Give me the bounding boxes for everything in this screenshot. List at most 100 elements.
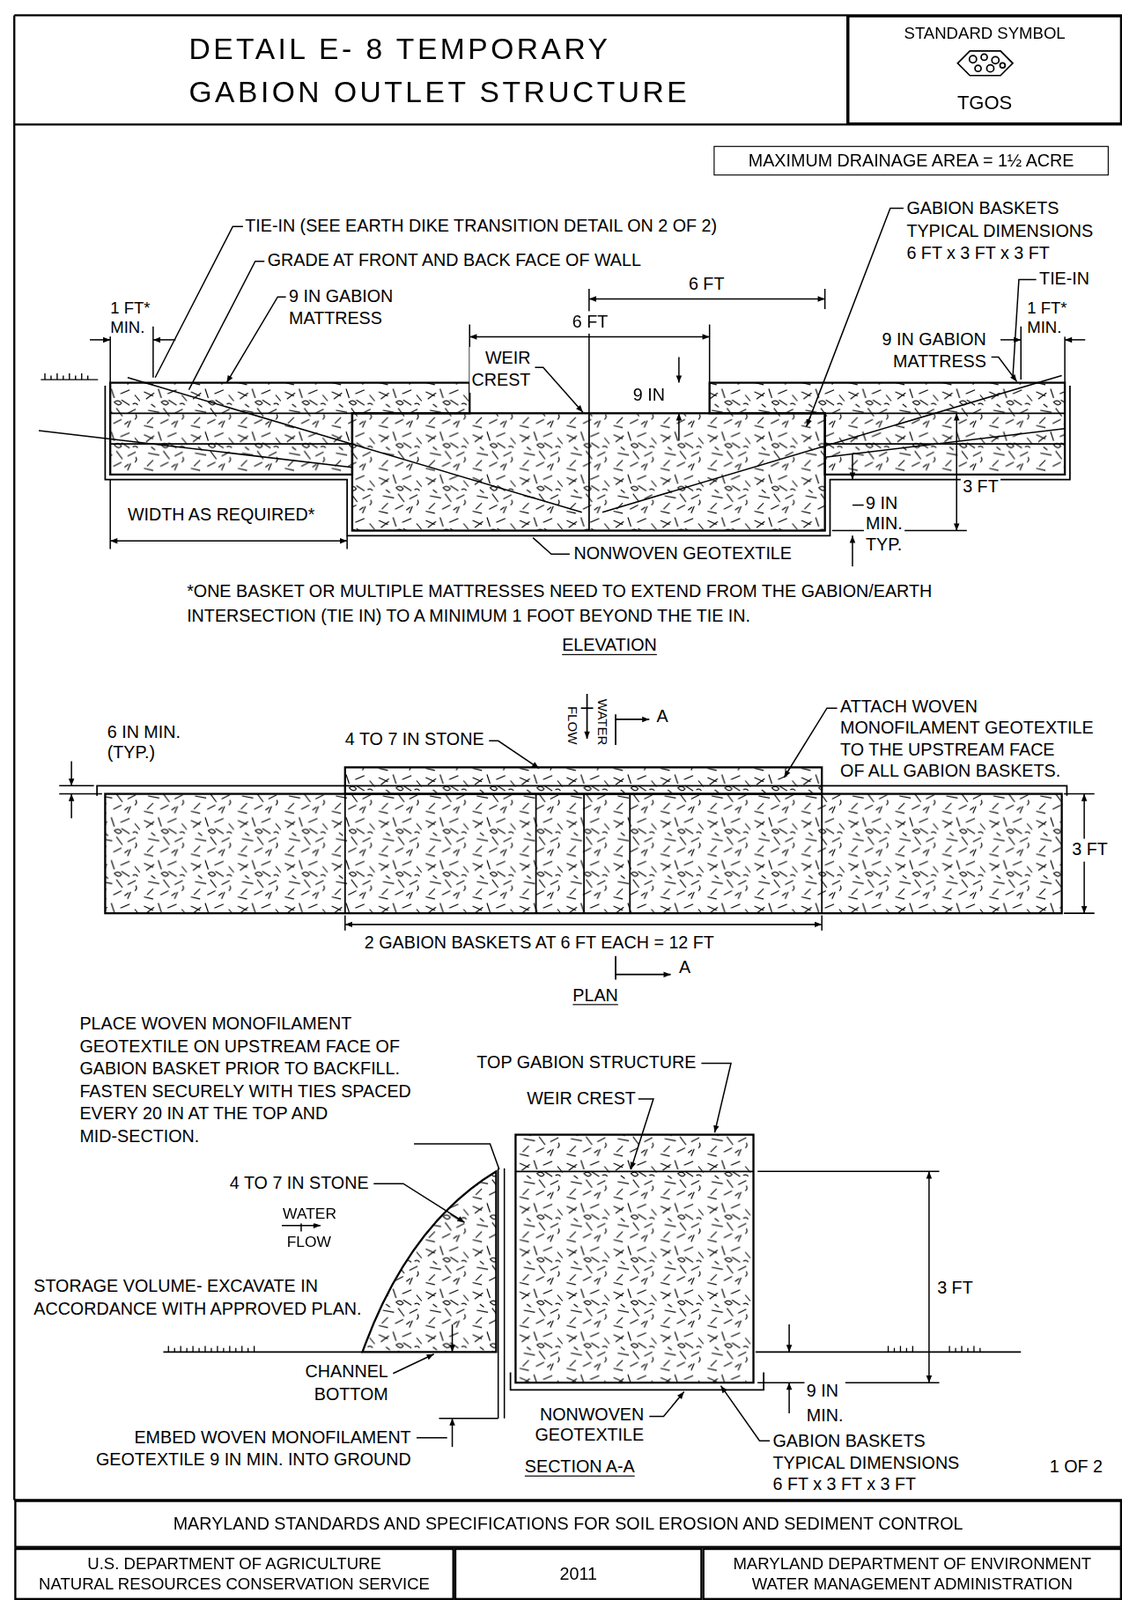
dimension-line [589,288,826,414]
symbol-box: STANDARD SYMBOLTGOS [847,14,1122,125]
text-line: WEIR [472,346,532,370]
text-line: ACCORDANCE WITH APPROVED PLAN. [33,1298,362,1321]
dimension-line [1064,339,1086,341]
text-line: 9 IN [806,1380,844,1405]
text-line: ATTACH WOVEN [840,695,1094,717]
text-line: 1 FT* [1026,297,1067,318]
leader-line [534,367,583,413]
dimension-line [438,1417,498,1420]
callout-label: TOP GABION STRUCTURE [474,1052,699,1075]
callout-label: 3 FT [1070,839,1110,862]
callout-label: WATER [594,696,612,747]
elevation-view [40,373,98,380]
callout-label: 9 IN GABION MATTRESS [879,328,989,374]
text-line: 6 FT x 3 FT x 3 FT [906,243,1093,266]
plan-view [104,794,1062,915]
callout-label: 2 GABION BASKETS AT 6 FT EACH = 12 FT [362,931,717,954]
title-block-cell: U.S. DEPARTMENT OF AGRICULTURENATURAL RE… [14,1548,455,1600]
callout-label: 4 TO 7 IN STONE [343,728,487,751]
callout-label: WIDTH AS REQUIRED* [125,503,318,526]
leader-line [783,708,837,778]
text-line: 9 IN [865,494,903,515]
callout-label: *ONE BASKET OR MULTIPLE MATTRESSES NEED … [184,579,935,629]
callout-label: GRADE AT FRONT AND BACK FACE OF WALL [265,250,643,273]
view-title: SECTION A-A [523,1456,637,1479]
text-line: FASTEN SECURELY WITH TIES SPACED [79,1080,411,1103]
title-block-cell: MARYLAND DEPARTMENT OF ENVIRONMENTWATER … [702,1548,1122,1600]
text-line: 9 IN GABION [288,285,393,308]
callout-label: FLOW [563,704,581,747]
box-text: 2011 [560,1563,598,1585]
leader-line [392,1354,434,1374]
dimension-line [1000,339,1021,341]
dimension-line [757,1171,939,1383]
text-line: BOTTOM [305,1383,389,1406]
callout-label: NONWOVEN GEOTEXTILE [571,542,794,565]
leader-line [720,1386,770,1442]
box-text: TGOS [957,90,1012,116]
callout-label: 3 FT [935,1277,975,1300]
plan-view [96,767,1067,914]
callout-label: 1 FT* MIN. [108,297,153,337]
dimension-line [70,794,73,820]
text-line: GABION BASKET PRIOR TO BACKFILL. [79,1058,411,1081]
callout-label: EMBED WOVEN MONOFILAMENT GEOTEXTILE 9 IN… [94,1426,414,1472]
text-line: STORAGE VOLUME- EXCAVATE IN [33,1276,362,1299]
box-text: MARYLAND DEPARTMENT OF ENVIRONMENT [732,1553,1092,1574]
dimension-line [59,760,1094,931]
dimension-line [851,454,854,480]
text-line: MIN. [1026,317,1067,337]
text-line: NONWOVEN [534,1405,644,1426]
callout-label: ATTACH WOVEN MONOFILAMENT GEOTEXTILE TO … [838,695,1096,782]
plan-view [345,794,822,915]
elevation-view [110,413,1065,531]
callout-label: STORAGE VOLUME- EXCAVATE IN ACCORDANCE W… [31,1276,364,1322]
text-line: OF ALL GABION BASKETS. [840,760,1094,782]
dimension-line [89,339,111,341]
section-mark [586,693,589,739]
text-line: MATTRESS [288,308,393,331]
gabion-symbol [957,51,1013,76]
callout-label: PLACE WOVEN MONOFILAMENT GEOTEXTILE ON U… [77,1013,414,1149]
dimension-line [70,760,73,786]
text-line: EVERY 20 IN AT THE TOP AND [79,1103,411,1126]
text-line: EMBED WOVEN MONOFILAMENT [95,1426,412,1449]
section-view [498,1168,505,1419]
callout-label: TIE-IN [1037,268,1093,291]
callout-label: WATER [280,1203,339,1224]
text-line: *ONE BASKET OR MULTIPLE MATTRESSES NEED … [186,579,932,605]
text-line: GABION OUTLET STRUCTURE [188,70,690,114]
callout-label: CHANNEL BOTTOM [302,1361,391,1407]
text-line: TYPICAL DIMENSIONS [906,220,1093,243]
callout-label: TIE-IN (SEE EARTH DIKE TRANSITION DETAIL… [243,215,719,238]
section-mark [615,718,650,721]
callout-label: A [677,957,694,980]
dimension-line [110,479,347,550]
callout-label: 4 TO 7 IN STONE [228,1172,371,1195]
gabion-symbol [991,56,999,64]
text-line: MONOFILAMENT GEOTEXTILE [840,717,1094,739]
section-view [515,1170,753,1173]
dimension-line [589,298,826,301]
box-text: NATURAL RESOURCES CONSERVATION SERVICE [38,1573,430,1595]
drawing-title: DETAIL E- 8 TEMPORARY GABION OUTLET STRU… [186,27,692,113]
text-line: INTERSECTION (TIE IN) TO A MINIMUM 1 FOO… [186,604,932,629]
gabion-symbol [974,65,982,72]
text-line: MATTRESS [882,351,987,374]
elevation-view [104,385,1070,536]
box-text: MARYLAND STANDARDS AND SPECIFICATIONS FO… [173,1513,964,1536]
callout-label: 6 IN MIN. (TYP.) [104,722,183,763]
callout-label: 9 IN MIN. [804,1380,845,1430]
dimension-line [678,413,680,441]
callout-label: GABION BASKETS TYPICAL DIMENSIONS 6 FT x… [770,1431,961,1496]
section-mark [615,974,672,976]
text-line: GEOTEXTILE ON UPSTREAM FACE OF [79,1035,411,1058]
section-mark [614,956,617,981]
sheet-frame [14,14,1122,1500]
dimension-line [451,1324,454,1352]
dimension-line [110,539,347,542]
gabion-symbol [986,65,994,73]
box-text: U.S. DEPARTMENT OF AGRICULTURE [87,1553,382,1574]
leader-line [806,207,904,427]
